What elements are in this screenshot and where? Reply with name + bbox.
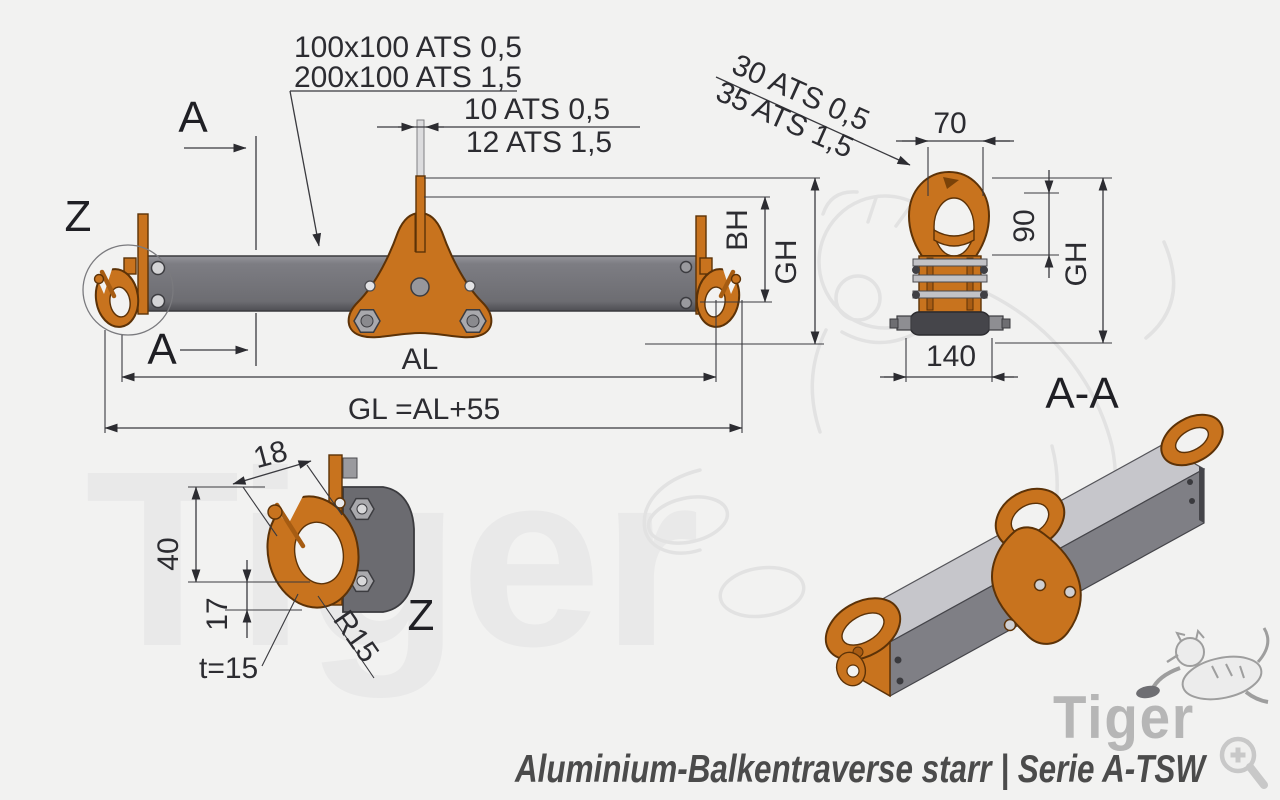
brand-logo: Tiger (1053, 627, 1270, 751)
dim-40: 40 (152, 486, 310, 583)
dim-gh-aa: GH (992, 177, 1112, 344)
aa-shackle-band (933, 228, 975, 247)
plus-icon (1230, 747, 1246, 763)
dim-gl: GL =AL+55 (104, 300, 743, 433)
dim-90: 90 (992, 170, 1059, 278)
center-plate-upper (416, 119, 425, 177)
brand-logo-text: Tiger (1053, 684, 1195, 751)
section-marker-bottom: A (147, 313, 257, 374)
aa-bolt-right (988, 315, 1004, 331)
aa-eye-hole (933, 197, 975, 257)
gh-main-label: GH (770, 240, 803, 285)
dim-gh-main: GH (424, 177, 824, 345)
detail-z-circle (82, 244, 174, 336)
dim-18: 18 (232, 435, 343, 537)
dim-140-label: 140 (926, 340, 976, 373)
section-marker-top: A (178, 93, 257, 250)
dim-web-thickness: 10 ATS 0,5 12 ATS 1,5 (377, 93, 640, 159)
section-view-title: A-A (1045, 369, 1119, 418)
dim-40-label: 40 (152, 537, 185, 570)
iso-center-bracket (991, 487, 1082, 645)
center-bracket (347, 211, 493, 339)
bh-label: BH (721, 209, 754, 251)
web-thickness-1: 10 ATS 0,5 (464, 93, 610, 126)
aa-bar-2 (912, 274, 988, 283)
size-variant-callout: 100x100 ATS 0,5 200x100 ATS 1,5 (289, 31, 522, 247)
magnifier-handle[interactable] (1246, 763, 1268, 789)
beam-hole-left (364, 280, 376, 292)
z-plate-tab (342, 457, 358, 479)
detail-view-title: Z (408, 591, 435, 640)
section-letter-bottom: A (147, 325, 177, 374)
gl-label: GL =AL+55 (348, 393, 500, 426)
dim-al: AL (121, 300, 717, 382)
iso-left-hook (835, 646, 867, 687)
caption-title: Aluminium-Balkentraverse starr | Serie A… (514, 748, 1207, 791)
aa-clamp-block (909, 311, 991, 336)
dim-17-label: 17 (201, 597, 234, 630)
center-plate-lower (415, 175, 426, 253)
al-label: AL (402, 343, 439, 376)
dim-90-label: 90 (1008, 209, 1041, 242)
z-hook (266, 492, 360, 609)
web-thickness-2: 12 ATS 1,5 (466, 126, 612, 159)
aa-bolt-left (896, 315, 912, 331)
aa-bar-1 (912, 258, 988, 267)
brand-tiger-illustration (1136, 627, 1270, 704)
left-bolt-top (150, 260, 166, 276)
thickness-callout: t=15 (199, 593, 299, 685)
aa-bar-3 (912, 290, 988, 299)
size-variant-1: 100x100 ATS 0,5 (294, 31, 522, 64)
dim-140: 140 (880, 338, 1018, 382)
dim-70: 70 (896, 107, 1014, 196)
left-bolt-bottom (150, 293, 166, 309)
aa-eye-notch (943, 177, 959, 189)
bracket-center-hole (410, 277, 430, 297)
iso-view (824, 413, 1224, 698)
main-view: 100x100 ATS 0,5 200x100 ATS 1,5 10 ATS 0… (65, 31, 824, 433)
section-letter-top: A (178, 93, 208, 142)
detail-z-letter: Z (65, 192, 92, 241)
dim-70-label: 70 (933, 107, 966, 140)
left-end-plate (137, 213, 149, 315)
zoom-icon[interactable] (1219, 736, 1268, 789)
gh-aa-label: GH (1060, 242, 1093, 287)
right-bolt-bottom (679, 296, 693, 310)
beam-hole-right (464, 280, 476, 292)
size-variant-2: 200x100 ATS 1,5 (294, 61, 522, 94)
iso-right-cap (1199, 466, 1204, 523)
dim-bh: BH (424, 196, 772, 303)
dim-17: 17 (201, 560, 302, 638)
right-bolt-top (679, 260, 693, 274)
thickness-label: t=15 (199, 652, 258, 685)
left-hook (93, 257, 140, 328)
